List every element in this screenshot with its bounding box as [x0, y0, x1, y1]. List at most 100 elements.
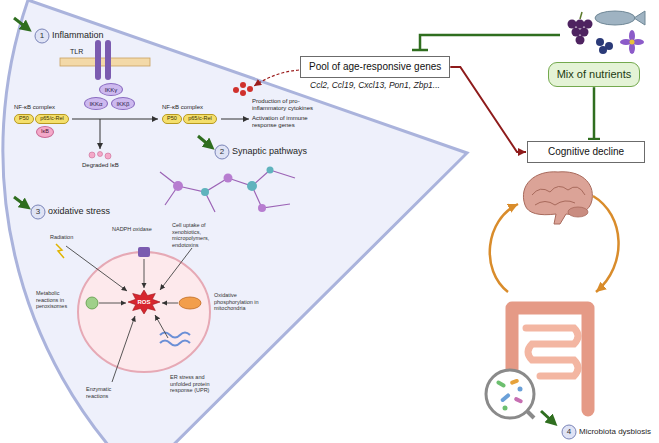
- blueberries: [596, 38, 613, 54]
- source-label: Oxidative phosphorylation in mitochondri…: [214, 292, 260, 312]
- nutrient-box: Mix of nutrients: [548, 62, 640, 87]
- grapes: [568, 20, 593, 45]
- callout-circles: [31, 29, 576, 439]
- flower: [620, 30, 644, 54]
- bacterium: [514, 396, 524, 403]
- grape: [576, 36, 585, 45]
- callout-circle: [215, 145, 229, 159]
- callout-number: 3: [31, 207, 45, 217]
- fragment: [105, 153, 111, 159]
- process-label: Production of pro-inflammatory cytokines: [252, 98, 316, 112]
- connector: [450, 67, 526, 152]
- fish-tail: [634, 11, 645, 25]
- node-text: IKKβ: [116, 101, 129, 107]
- gut: [486, 308, 588, 418]
- brain: [523, 172, 592, 224]
- fragment: [98, 152, 103, 157]
- pointer-arrow: [541, 411, 553, 422]
- nadph-channel: [138, 247, 150, 257]
- bacterium: [500, 393, 511, 403]
- cerebellum: [568, 207, 588, 217]
- subunit-pill: p65/c-Rel: [35, 114, 69, 124]
- node-text: P50: [19, 116, 29, 122]
- neuron-soma: [267, 167, 274, 174]
- food-illustration: [568, 11, 646, 54]
- kinase-ellipse: IKKα: [84, 97, 108, 110]
- pathway-arrow: [221, 119, 249, 120]
- neuron-soma: [201, 188, 209, 196]
- ros-sources: [66, 246, 192, 382]
- gene-list: Ccl2, Ccl19, Cxcl13, Pon1, Zbp1...: [310, 80, 440, 90]
- neuron-soma: [173, 181, 183, 191]
- node-text: IκB: [41, 129, 49, 135]
- callout-number: 4: [562, 427, 576, 437]
- complex-label: NF-κB complex: [14, 104, 55, 111]
- blueberry: [599, 46, 607, 54]
- kinase-ellipse: IKKβ: [111, 97, 135, 110]
- mitochondrion: [179, 297, 201, 309]
- source-arrow: [144, 259, 145, 288]
- inhibition-path: [420, 35, 560, 50]
- pointer-arrow: [198, 136, 210, 146]
- callout-circle: [31, 205, 45, 219]
- dashed-link: [254, 70, 299, 86]
- callout-number: 2: [215, 147, 229, 157]
- inhibitor-ellipse: IκB: [36, 126, 54, 138]
- pathway-arrow: [72, 119, 158, 120]
- source-arrow: [160, 248, 192, 290]
- node-text: Cognitive decline: [548, 146, 624, 158]
- cytokine-dot: [240, 82, 246, 88]
- degraded-fragments: [89, 152, 111, 160]
- section-title: Synaptic pathways: [232, 146, 307, 157]
- magnifier-handle: [527, 411, 534, 418]
- source-arrow: [162, 303, 178, 304]
- source-label: ER stress and unfolded protein response …: [170, 374, 220, 394]
- pathway-arrow: [100, 119, 101, 149]
- section-title: Inflammation: [52, 30, 104, 41]
- gene-pool-box: Pool of age-responsive genes: [300, 56, 450, 78]
- node-text: IKKα: [89, 101, 102, 107]
- neuron-soma: [247, 181, 257, 191]
- complex-label: Degraded IκB: [82, 162, 119, 169]
- blueberry: [596, 38, 604, 46]
- grape: [584, 20, 593, 29]
- source-label: Metabolic reactions in peroxisomes: [36, 290, 74, 310]
- inhibition-bar: [412, 49, 428, 52]
- section-title: oxidative stress: [48, 206, 110, 217]
- endoplasmic-reticulum: [160, 333, 190, 346]
- pathway-arrows: [72, 119, 249, 149]
- source-label: Radiation: [50, 234, 73, 241]
- neuron-soma: [258, 204, 266, 212]
- node-text: p65/c-Rel: [188, 116, 212, 122]
- peroxisome: [86, 297, 98, 309]
- bacterium: [510, 378, 520, 385]
- tlr-receptor: [95, 40, 111, 80]
- kinase-ellipse: IKKγ: [99, 83, 123, 96]
- cytokine-dot: [247, 86, 253, 92]
- neuron-soma: [224, 174, 233, 183]
- pointer-arrows: [14, 18, 553, 422]
- flower-center: [630, 40, 635, 45]
- subunit-pill: P50: [162, 114, 182, 124]
- connector: [593, 87, 596, 139]
- node-text: ROS: [137, 299, 150, 305]
- cytokine-dot: [240, 90, 246, 96]
- receptor-chain: [105, 40, 111, 80]
- subunit-pill: p65/c-Rel: [183, 114, 217, 124]
- mechanism-fan: [3, 0, 467, 443]
- source-label: NADPH oxidase: [112, 226, 152, 233]
- magnifier: [486, 370, 534, 418]
- bacterium: [503, 406, 508, 411]
- grape: [576, 20, 585, 29]
- fish-body: [595, 11, 635, 25]
- neuron-processes: [160, 170, 295, 212]
- node-text: p65/c-Rel: [40, 116, 64, 122]
- receptor-chain: [95, 40, 101, 80]
- grape: [568, 20, 577, 29]
- receptor-label: TLR: [70, 48, 83, 56]
- source-label: Enzymatic reactions: [86, 386, 126, 399]
- subunit-pill: P50: [14, 114, 34, 124]
- grape-stem: [580, 12, 582, 19]
